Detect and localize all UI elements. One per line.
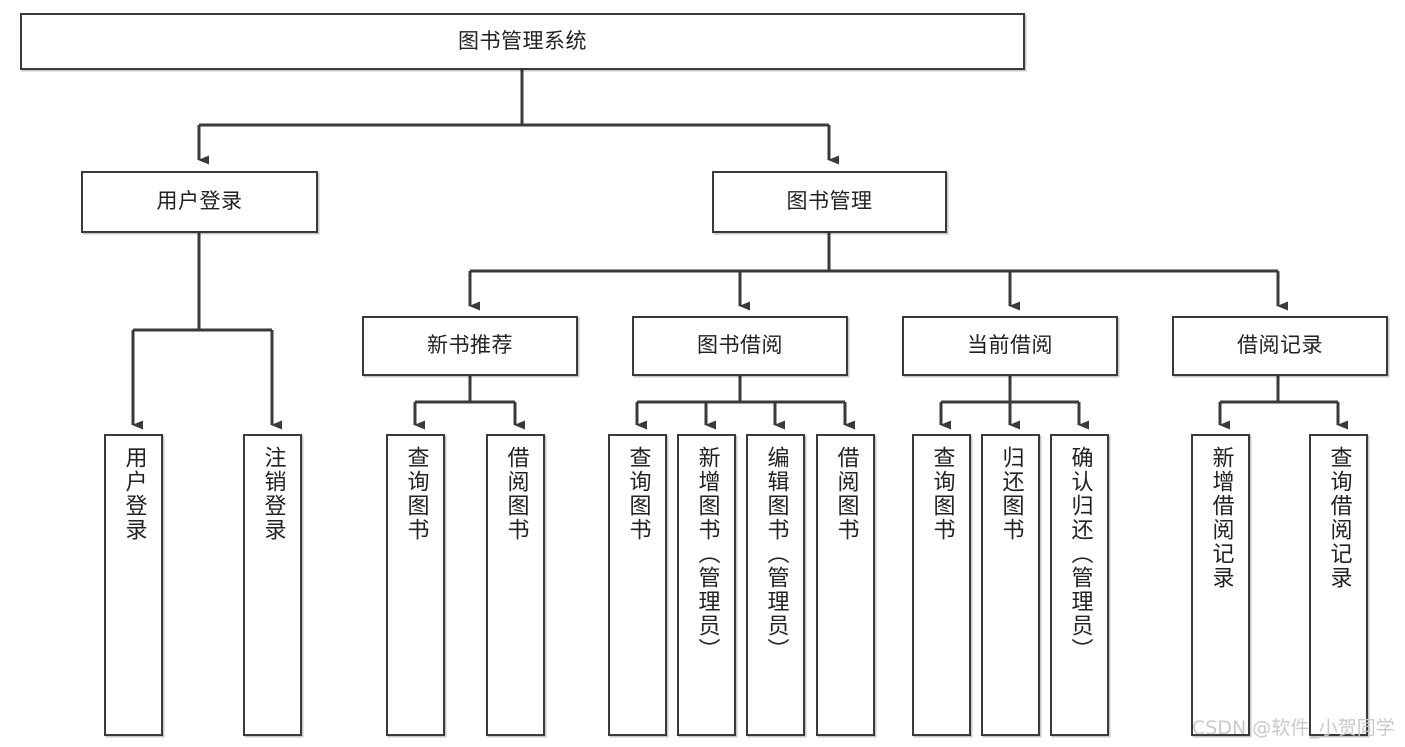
node-leaf-user-logout[interactable]: 注销登录 [243,434,302,736]
node-leaf-query-book-3-label: 查询图书 [929,446,955,542]
node-leaf-borrow-book-1[interactable]: 借阅图书 [486,434,545,736]
node-borrow-record-label: 借阅记录 [1237,333,1323,358]
node-user-login-label: 用户登录 [156,189,243,214]
node-root-label: 图书管理系统 [458,28,587,53]
node-leaf-query-book-1[interactable]: 查询图书 [386,434,445,736]
node-leaf-add-book[interactable]: 新增图书（管理员） [677,434,736,736]
node-leaf-confirm-return[interactable]: 确认归还（管理员） [1050,434,1109,736]
node-leaf-user-login-label: 用户登录 [121,446,147,542]
node-leaf-edit-book[interactable]: 编辑图书（管理员） [746,434,805,736]
node-leaf-query-record[interactable]: 查询借阅记录 [1309,434,1368,736]
node-leaf-query-book-2-label: 查询图书 [625,446,651,542]
node-leaf-add-record-label: 新增借阅记录 [1208,446,1234,590]
node-leaf-add-record[interactable]: 新增借阅记录 [1191,434,1250,736]
node-book-mgmt-label: 图书管理 [786,189,873,214]
node-new-book-rec[interactable]: 新书推荐 [362,316,578,376]
node-leaf-add-book-label: 新增图书（管理员） [694,446,720,662]
node-leaf-query-book-3[interactable]: 查询图书 [912,434,971,736]
node-leaf-return-book-label: 归还图书 [998,446,1024,542]
node-leaf-return-book[interactable]: 归还图书 [981,434,1040,736]
node-leaf-edit-book-label: 编辑图书（管理员） [763,446,789,662]
node-leaf-borrow-book-2-label: 借阅图书 [833,446,859,542]
node-current-borrow[interactable]: 当前借阅 [902,316,1118,376]
node-leaf-query-record-label: 查询借阅记录 [1326,446,1352,590]
node-current-borrow-label: 当前借阅 [967,333,1053,358]
node-leaf-user-login[interactable]: 用户登录 [104,434,163,736]
node-leaf-query-book-1-label: 查询图书 [403,446,429,542]
node-book-borrow[interactable]: 图书借阅 [632,316,848,376]
node-leaf-confirm-return-label: 确认归还（管理员） [1067,446,1093,662]
node-leaf-user-logout-label: 注销登录 [260,446,286,542]
node-book-borrow-label: 图书借阅 [697,333,783,358]
node-new-book-rec-label: 新书推荐 [427,333,513,358]
node-leaf-borrow-book-1-label: 借阅图书 [503,446,529,542]
node-root[interactable]: 图书管理系统 [20,13,1025,70]
node-borrow-record[interactable]: 借阅记录 [1172,316,1388,376]
node-book-mgmt[interactable]: 图书管理 [712,171,947,233]
node-leaf-borrow-book-2[interactable]: 借阅图书 [816,434,875,736]
node-leaf-query-book-2[interactable]: 查询图书 [608,434,667,736]
node-user-login[interactable]: 用户登录 [81,171,318,233]
watermark-text: CSDN @软件_小贺同学 [1192,717,1395,739]
